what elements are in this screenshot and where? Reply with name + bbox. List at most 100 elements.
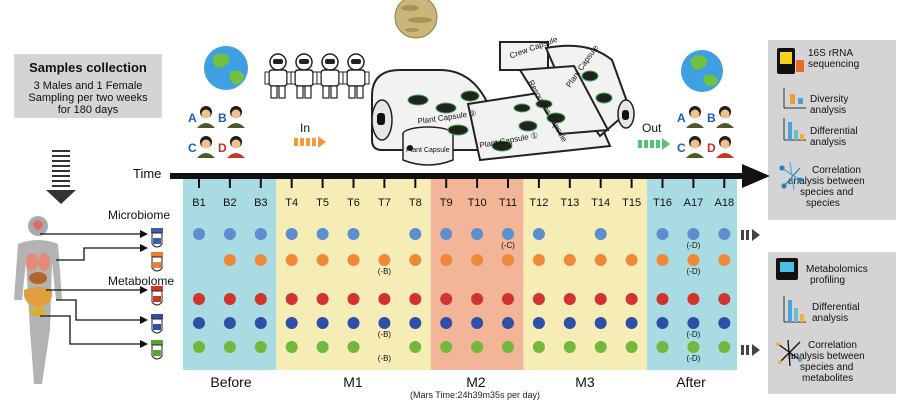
- met-differential-chart-icon: [783, 296, 806, 323]
- missing-sample-note: (-D): [687, 354, 701, 363]
- period-label-m3: M3: [575, 374, 595, 390]
- correlation-bottom-text-2: analysis between: [788, 351, 865, 362]
- sample-dot: [471, 341, 484, 353]
- sample-dot: [316, 293, 329, 305]
- timepoint-label-t7: T7: [378, 197, 391, 209]
- sample-dot: [625, 293, 638, 305]
- sample-tube-icon: [151, 252, 163, 272]
- timepoint-label-t13: T13: [560, 197, 579, 209]
- forward-icon-bottom: [741, 344, 760, 356]
- samples-line-1: 3 Males and 1 Female: [33, 80, 143, 92]
- body-to-tube-arrows: [40, 233, 140, 345]
- correlation-top-text-4: species: [806, 198, 840, 209]
- timepoint-label-t11: T11: [499, 197, 517, 209]
- sample-dot: [687, 228, 700, 240]
- timepoint-label-t15: T15: [622, 197, 641, 209]
- sample-dot: [223, 293, 236, 305]
- sample-dot: [193, 293, 205, 305]
- sample-dot: [193, 317, 205, 329]
- metabolome-label: Metabolome: [108, 274, 175, 288]
- profiling-text-1: Metabolomics: [806, 264, 868, 275]
- sample-dot: [254, 254, 267, 266]
- timepoint-label-b1: B1: [192, 197, 205, 209]
- sample-dot: [656, 228, 669, 240]
- sample-dot: [440, 293, 453, 305]
- sample-dot: [625, 254, 638, 266]
- after-crew-letter: C: [677, 141, 686, 155]
- sample-dot: [718, 317, 731, 329]
- in-label: In: [300, 121, 310, 135]
- timepoint-label-t8: T8: [409, 197, 422, 209]
- before-crew-letter: D: [218, 141, 227, 155]
- sample-dot: [223, 341, 236, 353]
- before-crew-letter: C: [188, 141, 197, 155]
- earth-icon-right: [681, 50, 723, 92]
- diversity-text-1: Diversity: [810, 94, 849, 105]
- crew-member-icon: [197, 136, 215, 158]
- period-label-after: After: [676, 374, 706, 390]
- sample-dot: [347, 293, 360, 305]
- sample-dot: [378, 293, 391, 305]
- sample-dot: [471, 293, 484, 305]
- timepoint-label-t4: T4: [285, 197, 298, 209]
- time-label: Time: [133, 166, 162, 181]
- forward-icon-top: [741, 229, 760, 241]
- timepoint-label-t12: T12: [529, 197, 548, 209]
- crew-member-icon: [686, 106, 704, 128]
- timepoint-label-t16: T16: [653, 197, 672, 209]
- sample-dot: [347, 317, 360, 329]
- sample-dot: [687, 293, 700, 305]
- microbiome-label: Microbiome: [108, 208, 171, 222]
- sequencer-icon: [777, 48, 804, 74]
- out-arrow-icon: [638, 138, 670, 150]
- correlation-bottom-text-3: species and: [800, 362, 854, 373]
- missing-sample-note: (-B): [378, 267, 392, 276]
- sample-dot: [563, 254, 576, 266]
- period-label-m1: M1: [343, 374, 363, 390]
- met-differential-text-2: analysis: [812, 313, 849, 324]
- diversity-text-2: analysis: [810, 105, 847, 116]
- sample-dot: [254, 293, 267, 305]
- sample-dot: [471, 317, 484, 329]
- sample-dot: [223, 228, 236, 240]
- correlation-bottom-text-1: Correlation: [808, 340, 857, 351]
- sample-dot: [625, 341, 638, 353]
- correlation-top-text-2: analysis between: [788, 176, 865, 187]
- crew-member-icon: [716, 106, 734, 128]
- crew-member-icon: [716, 136, 734, 158]
- sample-dot: [563, 293, 576, 305]
- sample-dot: [316, 341, 329, 353]
- sample-dot: [718, 254, 731, 266]
- sample-dot: [718, 341, 731, 353]
- sample-dot: [409, 228, 422, 240]
- sample-dot: [347, 254, 360, 266]
- sample-dot: [532, 341, 545, 353]
- before-crew-letter: A: [188, 111, 197, 125]
- sample-dot: [656, 254, 669, 266]
- sample-dot: [563, 317, 576, 329]
- crew-member-icon: [197, 106, 215, 128]
- period-band-m1: [276, 176, 431, 370]
- arrowheads: [140, 230, 148, 348]
- missing-sample-note: (-B): [378, 354, 392, 363]
- metabolomics-icon: [776, 258, 798, 280]
- astronaut-icon: [342, 53, 370, 99]
- sample-dot: [532, 228, 545, 240]
- sample-tube-icon: [151, 340, 163, 360]
- sample-tube-icon: [151, 228, 163, 248]
- differential-chart-icon: [783, 118, 806, 141]
- sample-dot: [347, 341, 360, 353]
- correlation-top-text-1: Correlation: [812, 165, 861, 176]
- timepoint-label-b3: B3: [254, 197, 267, 209]
- sample-dot: [409, 254, 422, 266]
- sample-dot: [254, 317, 267, 329]
- before-crew-letter: B: [218, 111, 227, 125]
- sample-dot: [440, 254, 453, 266]
- sample-dot: [594, 341, 607, 353]
- sample-dot: [502, 317, 514, 329]
- sample-dot: [285, 254, 298, 266]
- sample-tube-icon: [151, 286, 163, 306]
- sample-dot: [316, 228, 329, 240]
